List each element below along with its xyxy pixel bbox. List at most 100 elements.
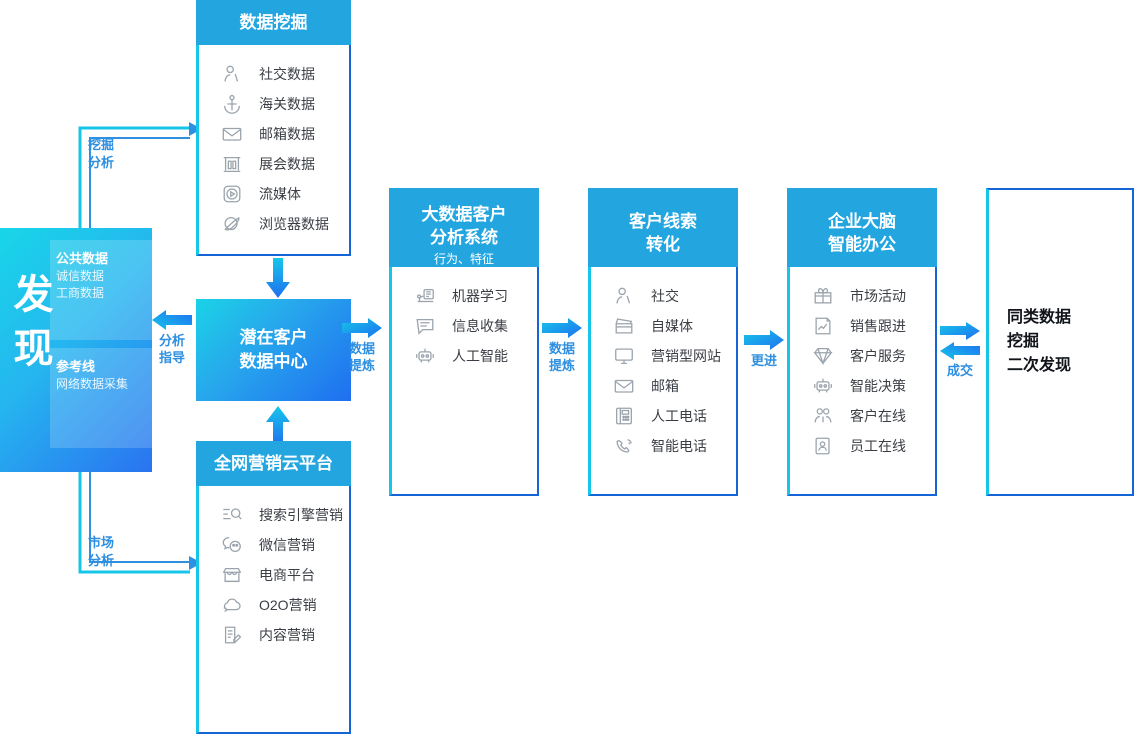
list-item-label: 客户服务: [850, 348, 906, 364]
list-item[interactable]: 智能电话: [591, 431, 736, 461]
list-item[interactable]: 邮箱: [591, 371, 736, 401]
discover-card-1-line-1: 网络数据采集: [56, 377, 129, 391]
wechat-icon: [221, 534, 247, 556]
list-item-label: 海关数据: [259, 96, 315, 112]
card-secondary-discovery[interactable]: 同类数据 挖掘 二次发现: [986, 188, 1134, 496]
list-item[interactable]: 邮箱数据: [199, 119, 349, 149]
card-brain-header: 企业大脑 智能办公: [787, 188, 937, 267]
users-group-icon: [812, 405, 838, 427]
connector-2-label-2: 提炼: [548, 358, 575, 373]
card-outcome-text: 同类数据 挖掘 二次发现: [989, 306, 1071, 378]
user-icon: [221, 63, 247, 85]
connector-data-refinement-1: 数据 提炼: [340, 318, 384, 374]
card-bigdata-header: 大数据客户 分析系统 行为、特征: [389, 188, 539, 267]
list-item-label: 展会数据: [259, 156, 315, 172]
card-datacenter-line-1: 潜在客户: [239, 328, 308, 347]
card-lead-title-1: 客户线索: [629, 212, 697, 231]
list-item[interactable]: 社交数据: [199, 59, 349, 89]
smart-phone-call-icon: [613, 435, 639, 457]
loop-top-label: 挖掘 分析: [88, 136, 114, 172]
list-item-label: 自媒体: [651, 318, 693, 334]
list-item[interactable]: 海关数据: [199, 89, 349, 119]
list-item-label: 智能电话: [651, 438, 707, 454]
card-bigdata-analysis-system[interactable]: 大数据客户 分析系统 行为、特征 机器学习 信息收集 人工智能: [389, 188, 539, 496]
list-item[interactable]: 员工在线: [790, 431, 935, 461]
report-chart-icon: [812, 315, 838, 337]
envelope-icon: [221, 123, 247, 145]
list-item-label: 智能决策: [850, 378, 906, 394]
card-bigdata-title-1: 大数据客户: [421, 205, 507, 224]
card-bigdata-subtitle: 行为、特征: [433, 252, 494, 266]
list-item[interactable]: 人工电话: [591, 401, 736, 431]
loop-bottom-line-1: 市场: [88, 535, 115, 550]
card-data-mining-title: 数据挖掘: [239, 13, 308, 32]
connector-left-label-2: 指导: [158, 350, 185, 365]
list-item-label: 邮箱数据: [259, 126, 315, 142]
card-marketing-cloud-platform[interactable]: 全网营销云平台 搜索引擎营销 微信营销 电商平台 O2O营销 内容营销: [196, 441, 351, 734]
list-item-label: 社交数据: [259, 66, 315, 82]
discover-title: 发现: [13, 273, 55, 371]
card-lead-header: 客户线索 转化: [588, 188, 738, 267]
loop-bottom-label: 市场 分析: [88, 534, 114, 570]
list-item[interactable]: 电商平台: [199, 560, 349, 590]
list-item[interactable]: 信息收集: [392, 311, 537, 341]
list-item-label: 电商平台: [259, 567, 315, 583]
list-item[interactable]: 流媒体: [199, 179, 349, 209]
list-item[interactable]: 内容营销: [199, 620, 349, 650]
card-data-mining[interactable]: 数据挖掘 社交数据 海关数据 邮箱数据 展会数据 流媒体: [196, 0, 351, 256]
card-brain-title-2: 智能办公: [828, 235, 896, 254]
discover-panel: 发现 公共数据 诚信数据 工商数据 参考线 网络数据采集: [0, 228, 152, 472]
list-item-label: 营销型网站: [651, 348, 721, 364]
list-item[interactable]: O2O营销: [199, 590, 349, 620]
loop-top-line-2: 分析: [88, 155, 115, 170]
discover-card-1-title: 参考线: [56, 359, 96, 374]
list-item[interactable]: 营销型网站: [591, 341, 736, 371]
list-item[interactable]: 人工智能: [392, 341, 537, 371]
connector-follow-up: 更进: [742, 330, 786, 369]
arrow-right-icon: [744, 330, 784, 350]
list-item[interactable]: 客户服务: [790, 341, 935, 371]
discover-card-0-line-2: 工商数据: [56, 286, 105, 300]
discover-card-reference-line[interactable]: 参考线 网络数据采集: [50, 348, 152, 448]
card-lead-body: 社交 自媒体 营销型网站 邮箱 人工电话 智能电话: [588, 267, 738, 496]
diamond-icon: [812, 345, 838, 367]
connector-2-label-1: 数据: [548, 341, 575, 356]
list-item[interactable]: 销售跟进: [790, 311, 935, 341]
list-item[interactable]: 自媒体: [591, 311, 736, 341]
list-item[interactable]: 社交: [591, 281, 736, 311]
card-enterprise-brain[interactable]: 企业大脑 智能办公 市场活动 销售跟进 客户服务 智能决策 客户在线: [787, 188, 937, 496]
gift-icon: [812, 285, 838, 307]
arrow-right-icon: [542, 318, 582, 338]
exhibition-icon: [221, 153, 247, 175]
loop-bottom-line-2: 分析: [88, 553, 115, 568]
connector-3-label-1: 更进: [750, 353, 777, 368]
connector-1-label-1: 数据: [348, 341, 375, 356]
list-item-label: 人工智能: [452, 348, 508, 364]
connector-data-refinement-2: 数据 提炼: [540, 318, 584, 374]
list-item[interactable]: 微信营销: [199, 530, 349, 560]
card-outcome-line-1: 同类数据: [1007, 309, 1072, 326]
search-list-icon: [221, 504, 247, 526]
list-item[interactable]: 机器学习: [392, 281, 537, 311]
list-item-label: 搜索引擎营销: [259, 507, 343, 523]
discover-card-public-data[interactable]: 公共数据 诚信数据 工商数据: [50, 240, 152, 340]
arrow-right-icon: [940, 322, 980, 340]
document-edit-icon: [221, 624, 247, 646]
card-lead-conversion[interactable]: 客户线索 转化 社交 自媒体 营销型网站 邮箱 人工电话: [588, 188, 738, 496]
list-item[interactable]: 客户在线: [790, 401, 935, 431]
list-item[interactable]: 展会数据: [199, 149, 349, 179]
list-item-label: 微信营销: [259, 537, 315, 553]
list-item[interactable]: 智能决策: [790, 371, 935, 401]
list-item-label: 社交: [651, 288, 679, 304]
arrow-down-icon: [266, 258, 290, 298]
discover-card-0-title: 公共数据: [56, 251, 109, 266]
card-potential-customer-data-center[interactable]: 潜在客户 数据中心: [196, 299, 351, 401]
list-item[interactable]: 浏览器数据: [199, 209, 349, 239]
card-cloud-body: 搜索引擎营销 微信营销 电商平台 O2O营销 内容营销: [196, 486, 351, 734]
list-item[interactable]: 市场活动: [790, 281, 935, 311]
list-item[interactable]: 搜索引擎营销: [199, 500, 349, 530]
list-item-label: 机器学习: [452, 288, 508, 304]
envelope-icon: [613, 375, 639, 397]
list-item-label: 销售跟进: [850, 318, 906, 334]
